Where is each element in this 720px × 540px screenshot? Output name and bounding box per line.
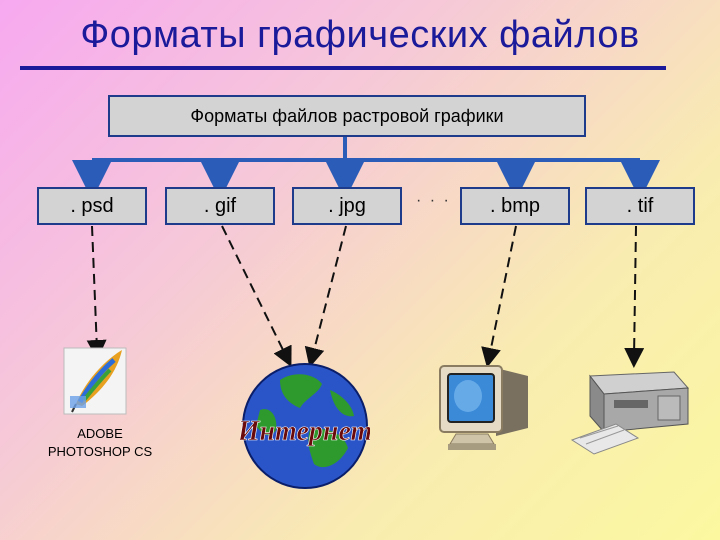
page-title: Форматы графических файлов [80,14,640,56]
internet-label: Интернет [240,416,370,447]
photoshop-feather-icon [63,347,127,415]
format-gif: . gif [165,187,275,225]
arrow-tif-printer [624,225,645,368]
monitor-icon [439,365,528,450]
arrow-jpg-internet [304,225,347,368]
arrow-psd-photoshop [86,225,107,360]
dashed-arrows [86,225,645,368]
internet-globe-icon: Интернет [240,363,370,489]
format-tif: . tif [585,187,695,225]
photoshop-label: ADOBE PHOTOSHOP CS [47,426,153,459]
raster-formats-box: Форматы файлов растровой графики [108,95,586,137]
title-underline [20,66,666,70]
ellipsis: · · · [416,192,451,209]
printer-icon [570,371,690,455]
format-bmp: . bmp [460,187,570,225]
format-psd: . psd [37,187,147,225]
format-jpg: . jpg [292,187,402,225]
arrow-bmp-monitor [481,225,517,368]
arrow-gif-internet [221,225,292,367]
tree-connector [72,137,660,200]
